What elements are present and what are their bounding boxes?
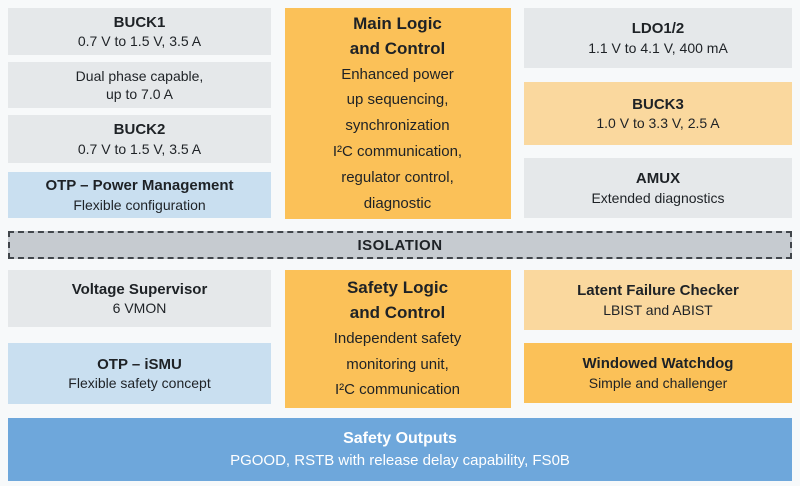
top-right-column: LDO1/2 1.1 V to 4.1 V, 400 mA BUCK3 1.0 … <box>524 8 792 219</box>
block-title: OTP – Power Management <box>45 177 234 195</box>
block-amux: AMUX Extended diagnostics <box>524 158 792 218</box>
block-body: 1.1 V to 4.1 V, 400 mA <box>588 39 728 56</box>
block-body: Flexible configuration <box>73 196 206 213</box>
block-body: Dual phase capable, up to 7.0 A <box>75 67 204 102</box>
block-body: Extended diagnostics <box>591 189 725 206</box>
block-windowed-watchdog: Windowed Watchdog Simple and challenger <box>524 343 792 403</box>
block-title: LDO1/2 <box>631 20 685 38</box>
block-voltage-supervisor: Voltage Supervisor 6 VMON <box>8 270 271 327</box>
block-title: BUCK3 <box>632 95 684 113</box>
safety-outputs-bar: Safety Outputs PGOOD, RSTB with release … <box>8 418 792 481</box>
block-body: Independent safety monitoring unit, I²C … <box>333 329 462 399</box>
footer-body: PGOOD, RSTB with release delay capabilit… <box>230 452 570 470</box>
block-body: 6 VMON <box>112 300 167 317</box>
safety-left-column: Voltage Supervisor 6 VMON OTP – iSMU Fle… <box>8 270 271 408</box>
footer-title: Safety Outputs <box>343 430 457 448</box>
block-dual-phase: Dual phase capable, up to 7.0 A <box>8 62 271 108</box>
block-body: Enhanced power up sequencing, synchroniz… <box>332 65 463 212</box>
isolation-bar: ISOLATION <box>8 231 792 259</box>
top-section: BUCK1 0.7 V to 1.5 V, 3.5 A Dual phase c… <box>8 8 792 219</box>
block-otp-ismu: OTP – iSMU Flexible safety concept <box>8 343 271 404</box>
top-left-column: BUCK1 0.7 V to 1.5 V, 3.5 A Dual phase c… <box>8 8 271 219</box>
top-center-column: Main Logic and Control Enhanced power up… <box>284 8 511 219</box>
block-title: Windowed Watchdog <box>582 355 734 373</box>
block-body: 0.7 V to 1.5 V, 3.5 A <box>77 33 202 50</box>
block-otp-power-management: OTP – Power Management Flexible configur… <box>8 172 271 218</box>
block-body: 1.0 V to 3.3 V, 2.5 A <box>596 115 720 132</box>
block-title: Main Logic and Control <box>349 13 446 59</box>
block-buck3: BUCK3 1.0 V to 3.3 V, 2.5 A <box>524 82 792 145</box>
block-title: Safety Logic and Control <box>346 277 449 323</box>
block-title: Latent Failure Checker <box>577 282 739 300</box>
block-body: 0.7 V to 1.5 V, 3.5 A <box>77 140 202 157</box>
block-body: LBIST and ABIST <box>603 301 713 318</box>
isolation-label: ISOLATION <box>357 236 443 254</box>
block-body: Simple and challenger <box>588 374 728 391</box>
block-safety-logic-and-control: Safety Logic and Control Independent saf… <box>284 270 511 408</box>
block-buck2: BUCK2 0.7 V to 1.5 V, 3.5 A <box>8 115 271 163</box>
safety-center-column: Safety Logic and Control Independent saf… <box>284 270 511 408</box>
block-buck1: BUCK1 0.7 V to 1.5 V, 3.5 A <box>8 8 271 55</box>
safety-right-column: Latent Failure Checker LBIST and ABIST W… <box>524 270 792 408</box>
block-title: BUCK1 <box>113 13 166 31</box>
block-title: BUCK2 <box>113 121 166 139</box>
block-body: Flexible safety concept <box>68 375 211 392</box>
block-ldo1-2: LDO1/2 1.1 V to 4.1 V, 400 mA <box>524 8 792 68</box>
block-latent-failure-checker: Latent Failure Checker LBIST and ABIST <box>524 270 792 330</box>
block-title: AMUX <box>635 170 681 188</box>
block-main-logic-and-control: Main Logic and Control Enhanced power up… <box>284 8 511 219</box>
block-title: OTP – iSMU <box>97 355 182 373</box>
safety-section: Voltage Supervisor 6 VMON OTP – iSMU Fle… <box>8 270 792 408</box>
block-title: Voltage Supervisor <box>71 280 208 298</box>
